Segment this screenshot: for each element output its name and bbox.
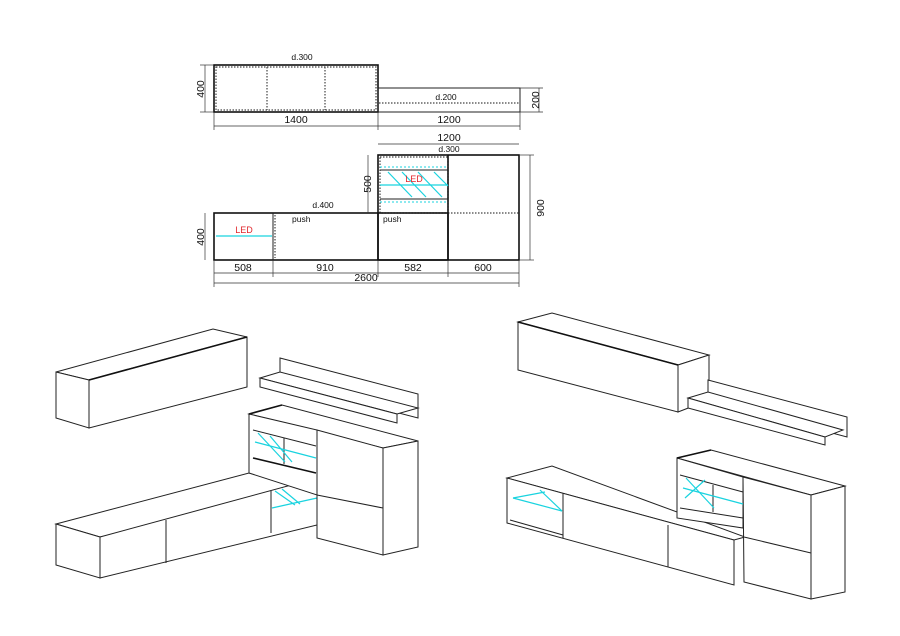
glass-height: 500 xyxy=(362,175,374,193)
base-cabinet-depth: d.400 xyxy=(312,200,334,210)
total-width: 2600 xyxy=(354,272,378,284)
width-910: 910 xyxy=(316,262,334,274)
base-cabinet-elevation xyxy=(213,212,449,261)
width-600: 600 xyxy=(474,262,492,274)
tall-unit-led-label: LED xyxy=(405,174,423,184)
isometric-view-right xyxy=(505,312,848,600)
shelf-height: 200 xyxy=(530,91,542,109)
wall-cabinet-width: 1400 xyxy=(284,114,308,126)
push-label-1: push xyxy=(292,214,311,224)
wall-cabinet-elevation xyxy=(213,64,379,113)
shelf-depth: d.200 xyxy=(435,92,457,102)
width-508: 508 xyxy=(234,262,252,274)
wall-cabinet-height: 400 xyxy=(195,80,207,98)
shelf-width: 1200 xyxy=(437,114,461,126)
tall-unit-height: 900 xyxy=(535,199,547,217)
isometric-view-left xyxy=(54,328,420,579)
tall-unit-elevation xyxy=(377,154,520,261)
push-label-2: push xyxy=(383,214,402,224)
dimension-lines-front xyxy=(204,154,534,287)
base-cabinet-height: 400 xyxy=(195,228,207,246)
wall-cabinet-depth: d.300 xyxy=(291,52,313,62)
tall-unit-depth: d.300 xyxy=(438,144,460,154)
width-582: 582 xyxy=(404,262,422,274)
shelf-elevation xyxy=(377,87,521,113)
tall-unit-width: 1200 xyxy=(437,132,461,144)
base-cabinet-led-label: LED xyxy=(235,225,253,235)
dimension-lines-top xyxy=(200,64,543,130)
